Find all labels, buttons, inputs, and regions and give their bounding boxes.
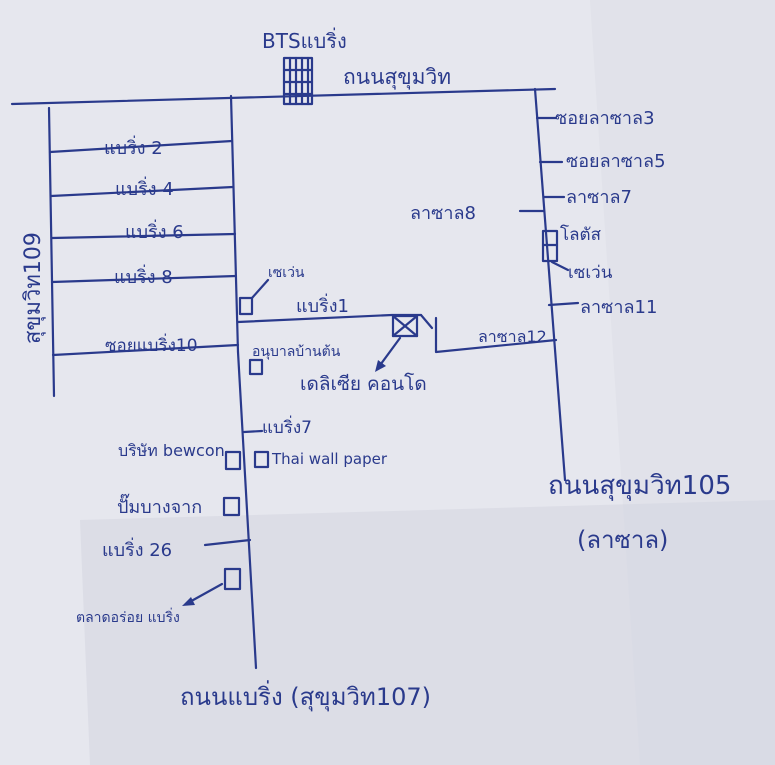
soi-bearing-10-label: ซอยแบริ่ง10 <box>105 333 198 356</box>
bts-station-label: BTSแบริ่ง <box>262 27 347 53</box>
lasalle-12-label: ลาซาล12 <box>478 327 547 346</box>
bearing-4-soi <box>49 185 235 198</box>
anubal-ban-tan-label: อนุบาลบ้านต้น <box>252 344 341 360</box>
seven-eleven-right-icon <box>550 260 570 272</box>
sukhumvit-105-road-line <box>533 87 567 482</box>
sukhumvit-109-label: สุขุมวิท109 <box>21 232 46 344</box>
bearing-1-label: แบริ่ง1 <box>296 293 349 317</box>
lasalle-11-soi <box>547 301 580 307</box>
sukhumvit-109-road-line <box>47 106 56 398</box>
bearing-26-soi <box>203 538 252 547</box>
bearing-road-label: ถนนแบริ่ง (สุขุมวิท107) <box>180 680 431 712</box>
sukhumvit-105-label: ถนนสุขุมวิท105 <box>548 471 731 501</box>
lasalle-11-label: ลาซาล11 <box>580 297 657 318</box>
lotus-label: โลตัส <box>560 224 602 245</box>
bearing-market-label: ตลาดอร่อย แบริ่ง <box>76 608 180 626</box>
bearing-7-soi <box>242 429 264 434</box>
bearing-26-label: แบริ่ง 26 <box>102 537 172 561</box>
soi-lasalle-5-label: ซอยลาซาล5 <box>566 151 666 172</box>
gas-station-icon <box>222 496 241 517</box>
bearing-6-soi <box>50 232 237 240</box>
lasalle-8-label: ลาซาล8 <box>410 203 476 224</box>
bearing-1-soi-tail <box>419 313 434 330</box>
seven-eleven-left-icon <box>238 278 270 316</box>
paper-lower-shade <box>80 500 775 765</box>
thai-wall-paper-label: Thai wall paper <box>271 450 388 468</box>
market-icon <box>223 567 242 591</box>
market-arrow-icon <box>182 582 224 606</box>
soi-lasalle-3-label: ซอยลาซาล3 <box>555 108 655 129</box>
bearing-road-line-upper <box>229 94 240 354</box>
bearing-road-line-lower <box>236 350 258 670</box>
gas-station-label: ปั๊มบางจาก <box>117 493 202 518</box>
soi-bearing-10-soi <box>51 343 240 357</box>
seven-eleven-right-label: เซเว่น <box>568 263 613 283</box>
delicia-condo-label: เดลิเซีย คอนโด <box>300 372 427 395</box>
lotus-icon <box>541 229 559 263</box>
bearing-8-soi <box>50 274 238 284</box>
bts-station-icon <box>282 56 314 106</box>
delicia-condo-icon <box>391 314 419 338</box>
bearing-8-label: แบริ่ง 8 <box>114 264 173 288</box>
bearing-7-label: แบริ่ง7 <box>262 415 312 438</box>
anubal-school-icon <box>248 358 264 376</box>
bearing-2-soi <box>48 139 234 154</box>
bearing-4-label: แบริ่ง 4 <box>115 176 174 200</box>
bearing-6-label: แบริ่ง 6 <box>125 219 184 243</box>
delicia-arrow-icon <box>375 336 402 372</box>
bearing-2-label: แบริ่ง 2 <box>104 135 163 159</box>
seven-eleven-left-label: เซเว่น <box>268 265 305 281</box>
lasalle-7-label: ลาซาล7 <box>566 187 632 208</box>
thai-wall-paper-icon <box>253 450 270 469</box>
bewcon-label: บริษัท bewcon <box>118 441 225 460</box>
lasalle-12-soi <box>434 316 558 354</box>
bewcon-icon <box>224 450 242 471</box>
lasalle-paren-label: (ลาซาล) <box>577 526 668 554</box>
sukhumvit-road-label: ถนนสุขุมวิท <box>343 65 451 90</box>
